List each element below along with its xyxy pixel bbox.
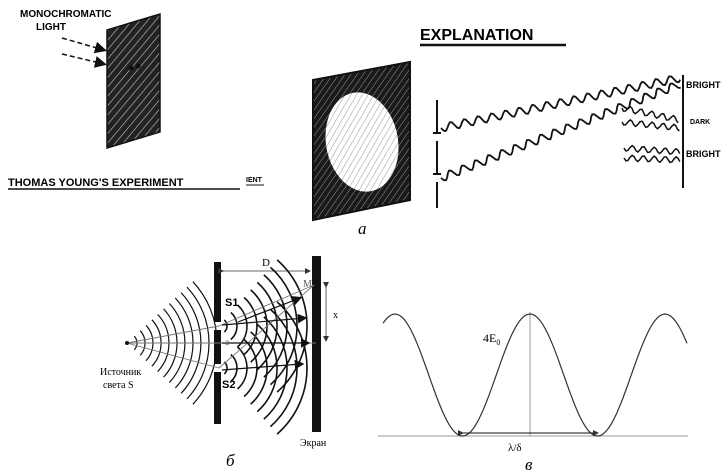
slit-wavefronts — [223, 259, 308, 435]
center-label: a — [225, 337, 229, 347]
panel-c: λ/δ 4E0 в — [378, 312, 688, 472]
peak-label: 4E0 — [483, 331, 500, 347]
slit2-label: S2 — [222, 379, 235, 391]
explanation-heading: EXPLANATION — [420, 27, 533, 44]
wave-ray — [621, 105, 679, 124]
caption-b: б — [226, 451, 235, 470]
wave-ray — [621, 118, 680, 132]
caption-c: в — [525, 455, 533, 472]
period-label: λ/δ — [508, 442, 522, 454]
slit1-label: S1 — [225, 297, 238, 309]
fringe-label-bright: BRIGHT — [686, 80, 721, 90]
experiment-title-suffix: IENT — [246, 177, 263, 184]
source-label: Источник — [100, 367, 141, 378]
distance-label: D — [262, 257, 270, 269]
slit-card-small — [106, 12, 161, 150]
wave-ray — [440, 75, 681, 132]
panel-b: D x M S1 S2 a Источник света S Экран б — [100, 256, 338, 470]
source-label: света S — [103, 380, 134, 391]
screen-label: Экран — [300, 438, 327, 449]
wave-ray — [623, 144, 681, 155]
wave-ray — [440, 82, 681, 182]
intensity-curve — [382, 313, 688, 437]
bright-spot — [325, 92, 399, 192]
screen-bar — [312, 256, 321, 432]
offset-label: x — [333, 310, 338, 321]
fringe-label-bright: BRIGHT — [686, 149, 721, 159]
light-label: MONOCHROMATIC — [20, 9, 111, 20]
caption-a: a — [358, 219, 367, 238]
light-arrow — [61, 37, 107, 54]
light-label: LIGHT — [36, 22, 66, 33]
point-label: M — [303, 279, 312, 290]
experiment-title: THOMAS YOUNG'S EXPERIMENT — [8, 177, 184, 189]
light-arrow — [61, 53, 107, 68]
wave-ray — [623, 154, 681, 164]
fringe-label-dark: DARK — [690, 119, 710, 126]
panel-a: MONOCHROMATIC LIGHT THOMAS YOUNG'S EXPER… — [8, 9, 721, 238]
